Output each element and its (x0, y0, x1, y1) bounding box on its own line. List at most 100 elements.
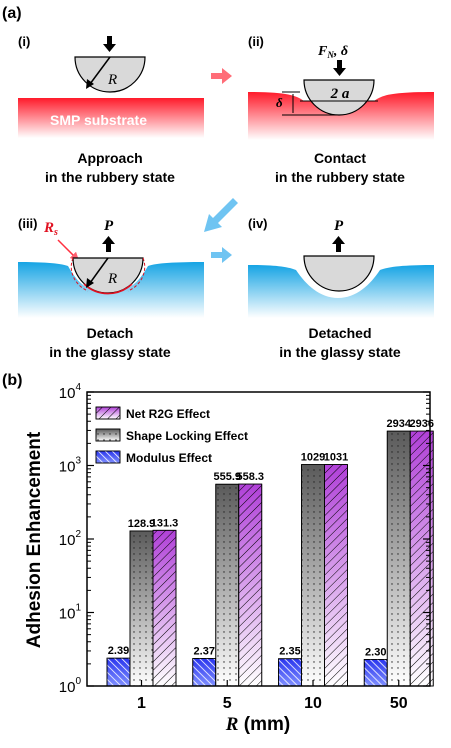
caption-line-1: Detached (308, 325, 371, 341)
up-arrow-icon (102, 236, 115, 244)
bar-value-label: 1029 (301, 452, 325, 464)
contact-width-label: 2 a (330, 86, 350, 102)
y-axis-label: Adhesion Enhancement (24, 431, 45, 648)
caption-line-1: Contact (314, 150, 366, 166)
radius-label: R (107, 72, 117, 88)
legend: Net R2G Effect Shape Locking Effect Modu… (95, 406, 248, 465)
rs-edge-left (70, 257, 89, 292)
step-number: (i) (18, 34, 30, 49)
x-axis-ticks: 1 5 10 50 (137, 680, 408, 712)
contact-arc (83, 283, 133, 295)
y-tick-label: 104 (59, 382, 82, 402)
arrow-shaft (337, 60, 342, 69)
y-axis-ticks: 100 101 102 103 104 (59, 382, 430, 696)
step-approach: (i) R SMP substrate Approach in the rubb… (18, 34, 204, 185)
radius-line (89, 56, 111, 85)
force-label: FN, δ (317, 44, 348, 60)
step-detached: (iv) P Detached in the glassy state (248, 216, 434, 360)
bar-value-label: 555.9 (213, 471, 241, 483)
radius-arrowhead-icon (86, 278, 94, 288)
bar-shape-locking-effect-5-pattern (215, 483, 240, 687)
deformed-substrate (248, 265, 434, 318)
caption-line-1: Detach (87, 325, 134, 341)
bar-chart: 2.39128.9131.32.37555.9558.32.3510291031… (24, 382, 434, 735)
bar-value-label: 128.9 (128, 518, 156, 530)
step-contact: (ii) FN, δ 2 a δ Contact in the rubbery … (248, 34, 434, 185)
caption-line-2: in the glassy state (279, 344, 401, 360)
legend-item-net: Net R2G Effect (95, 406, 210, 421)
bar-value-label: 131.3 (151, 517, 179, 529)
diagonal-arrow-icon (204, 198, 238, 232)
bar-value-label: 2934 (387, 418, 412, 430)
legend-label-net: Net R2G Effect (126, 407, 210, 421)
rs-pointer (57, 239, 80, 262)
bar-value-label: 2.39 (108, 645, 129, 657)
bar-net-r2g-effect-5-pattern (238, 483, 263, 687)
bar-value-label: 2.35 (279, 646, 300, 658)
y-tick-label: 100 (59, 676, 82, 696)
radius-arrowhead-icon (86, 79, 94, 89)
down-arrow-icon (103, 44, 116, 52)
legend-item-shape: Shape Locking Effect (95, 428, 248, 443)
rs-edge-right (127, 257, 146, 292)
pull-force-label: P (334, 218, 344, 234)
bar-shape-locking-effect-1-pattern (129, 530, 154, 687)
hemisphere-tip (303, 255, 375, 292)
caption-line-2: in the glassy state (49, 344, 171, 360)
glassy-substrate (18, 262, 204, 318)
right-arrow-icon (211, 247, 232, 263)
x-tick-label: 1 (137, 695, 146, 712)
legend-label-modulus: Modulus Effect (126, 451, 212, 465)
bar-value-label: 558.3 (236, 471, 264, 483)
y-tick-label: 101 (59, 603, 82, 623)
down-arrow-icon (333, 68, 346, 76)
right-arrow-icon (211, 68, 232, 84)
bar-value-label: 1031 (324, 452, 348, 464)
hemisphere-tip (303, 79, 375, 116)
indented-substrate (248, 92, 434, 140)
bar-net-r2g-effect-1-pattern (152, 529, 177, 687)
bar-modulus-effect-1-pattern (106, 657, 131, 687)
step-number: (iii) (18, 216, 38, 231)
radius-line (89, 257, 109, 284)
legend-swatch-modulus-hatch (95, 450, 121, 464)
bar-value-label: 2.37 (194, 645, 215, 657)
x-axis-label: R (mm) (225, 714, 290, 735)
legend-label-shape: Shape Locking Effect (126, 429, 248, 443)
legend-item-modulus: Modulus Effect (95, 450, 212, 465)
arrow-shaft (106, 243, 111, 252)
legend-swatch-shape-dots (95, 428, 121, 442)
bar-shape-locking-effect-10-pattern (301, 464, 325, 687)
arrow-shaft (107, 36, 112, 45)
bar-modulus-effect-10-pattern (278, 658, 302, 687)
bar-modulus-effect-50-pattern (363, 659, 388, 687)
bar-modulus-effect-5-pattern (192, 658, 217, 687)
bar-value-label: 2.30 (365, 646, 386, 658)
up-arrow-icon (332, 236, 345, 244)
pull-force-label: P (104, 218, 114, 234)
step-detach: (iii) Rs P R Detach in the glassy state (18, 216, 204, 360)
step-number: (iv) (248, 216, 268, 231)
rs-label: Rs (43, 220, 58, 238)
caption-line-2: in the rubbery state (275, 169, 405, 185)
indent-label: δ (276, 95, 283, 110)
bar-net-r2g-effect-10-pattern (324, 464, 348, 687)
step-number: (ii) (248, 34, 264, 49)
panel-b-label: (b) (2, 372, 22, 389)
x-tick-label: 5 (223, 695, 232, 712)
smp-substrate (18, 98, 204, 138)
y-tick-label: 102 (59, 529, 82, 549)
bar-shape-locking-effect-50-pattern (386, 430, 411, 687)
caption-line-2: in the rubbery state (45, 169, 175, 185)
legend-swatch-net-hatch (95, 406, 121, 420)
x-tick-label: 10 (304, 695, 322, 712)
substrate-label: SMP substrate (50, 112, 147, 128)
arrow-shaft (336, 243, 341, 252)
radius-label: R (107, 271, 117, 287)
x-tick-label: 50 (390, 695, 408, 712)
caption-line-1: Approach (77, 150, 142, 166)
y-tick-label: 103 (59, 456, 82, 476)
panel-a-label: (a) (2, 5, 22, 22)
